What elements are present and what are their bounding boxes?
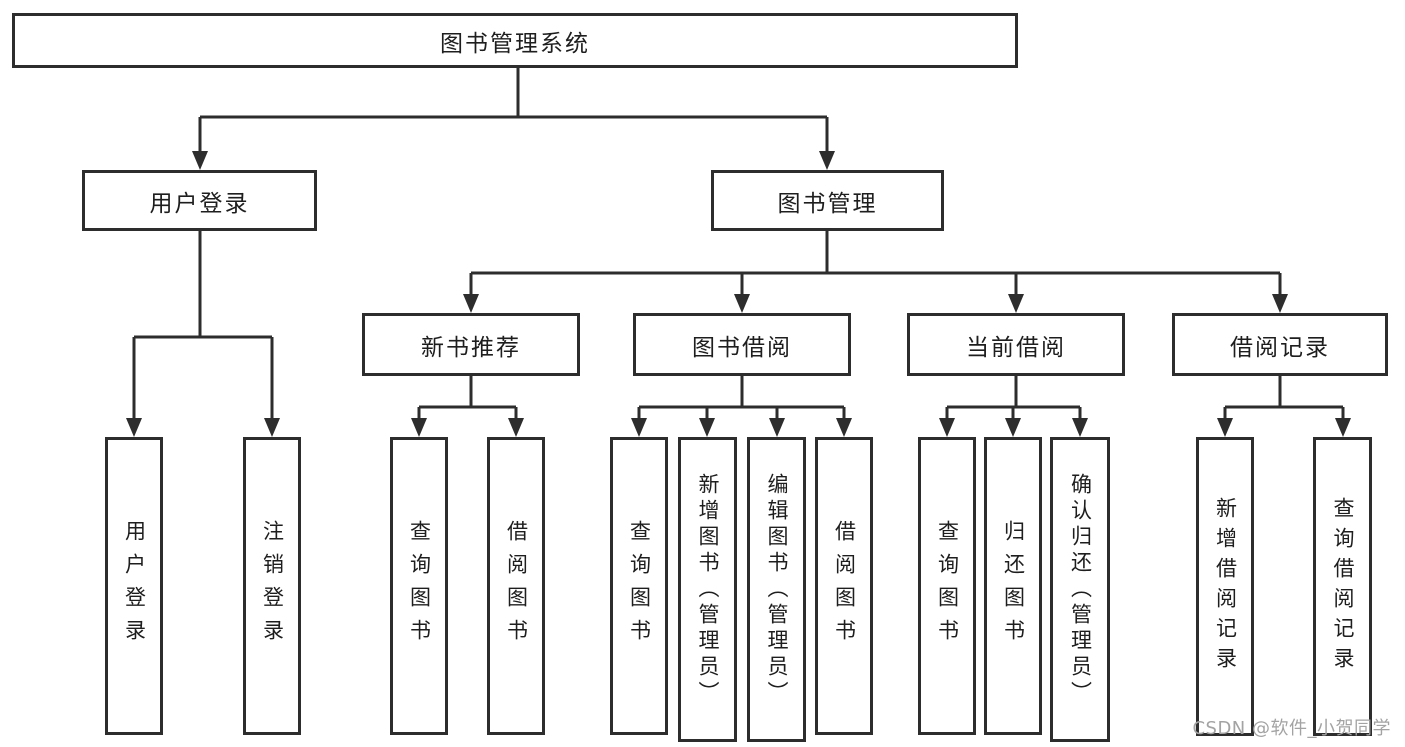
node-label: 图书管理 [777,190,878,217]
node-label: 新增借阅记录 [1213,496,1238,677]
node-label: 注销登录 [260,520,285,652]
node-new-book-recommend: 新书推荐 [362,313,580,376]
node-label: 查询图书 [935,520,960,652]
leaf-add-borrow-record: 新增借阅记录 [1196,437,1254,736]
node-label: 新书推荐 [421,334,521,361]
node-label: 当前借阅 [966,334,1066,361]
node-label: 用户登录 [149,190,250,217]
node-label: 查询图书 [627,520,652,652]
leaf-return-books: 归还图书 [984,437,1042,735]
leaf-edit-book-admin: 编辑图书（管理员） [747,437,806,742]
leaf-user-login: 用户登录 [105,437,163,735]
leaf-borrow-books: 借阅图书 [815,437,873,735]
node-label: 归还图书 [1001,520,1026,652]
node-current-borrow: 当前借阅 [907,313,1125,376]
node-label: 借阅图书 [504,520,529,652]
node-label: 查询借阅记录 [1331,496,1355,677]
node-root-library-system: 图书管理系统 [12,13,1018,68]
node-label: 查询图书 [407,520,432,652]
node-book-borrow: 图书借阅 [633,313,851,376]
node-book-management: 图书管理 [711,170,944,231]
leaf-add-book-admin: 新增图书（管理员） [678,437,737,742]
node-label: 用户登录 [122,520,147,652]
node-borrow-records: 借阅记录 [1172,313,1388,376]
node-label: 借阅图书 [832,520,857,652]
node-label: 编辑图书（管理员） [765,472,789,707]
leaf-query-borrow-record: 查询借阅记录 [1313,437,1372,736]
leaf-query-books-borrow: 查询图书 [610,437,668,735]
leaf-borrow-books-recommend: 借阅图书 [487,437,545,735]
leaf-query-books-recommend: 查询图书 [390,437,448,735]
node-label: 借阅记录 [1230,334,1330,361]
node-label: 确认归还（管理员） [1068,472,1093,707]
csdn-watermark: CSDN @软件_小贺同学 [1192,718,1391,739]
node-user-login: 用户登录 [82,170,317,231]
node-label: 新增图书（管理员） [696,472,720,707]
leaf-confirm-return-admin: 确认归还（管理员） [1050,437,1110,742]
leaf-query-books-current: 查询图书 [918,437,976,735]
node-label: 图书管理系统 [440,30,590,57]
node-label: 图书借阅 [692,334,792,361]
leaf-logout-login: 注销登录 [243,437,301,735]
